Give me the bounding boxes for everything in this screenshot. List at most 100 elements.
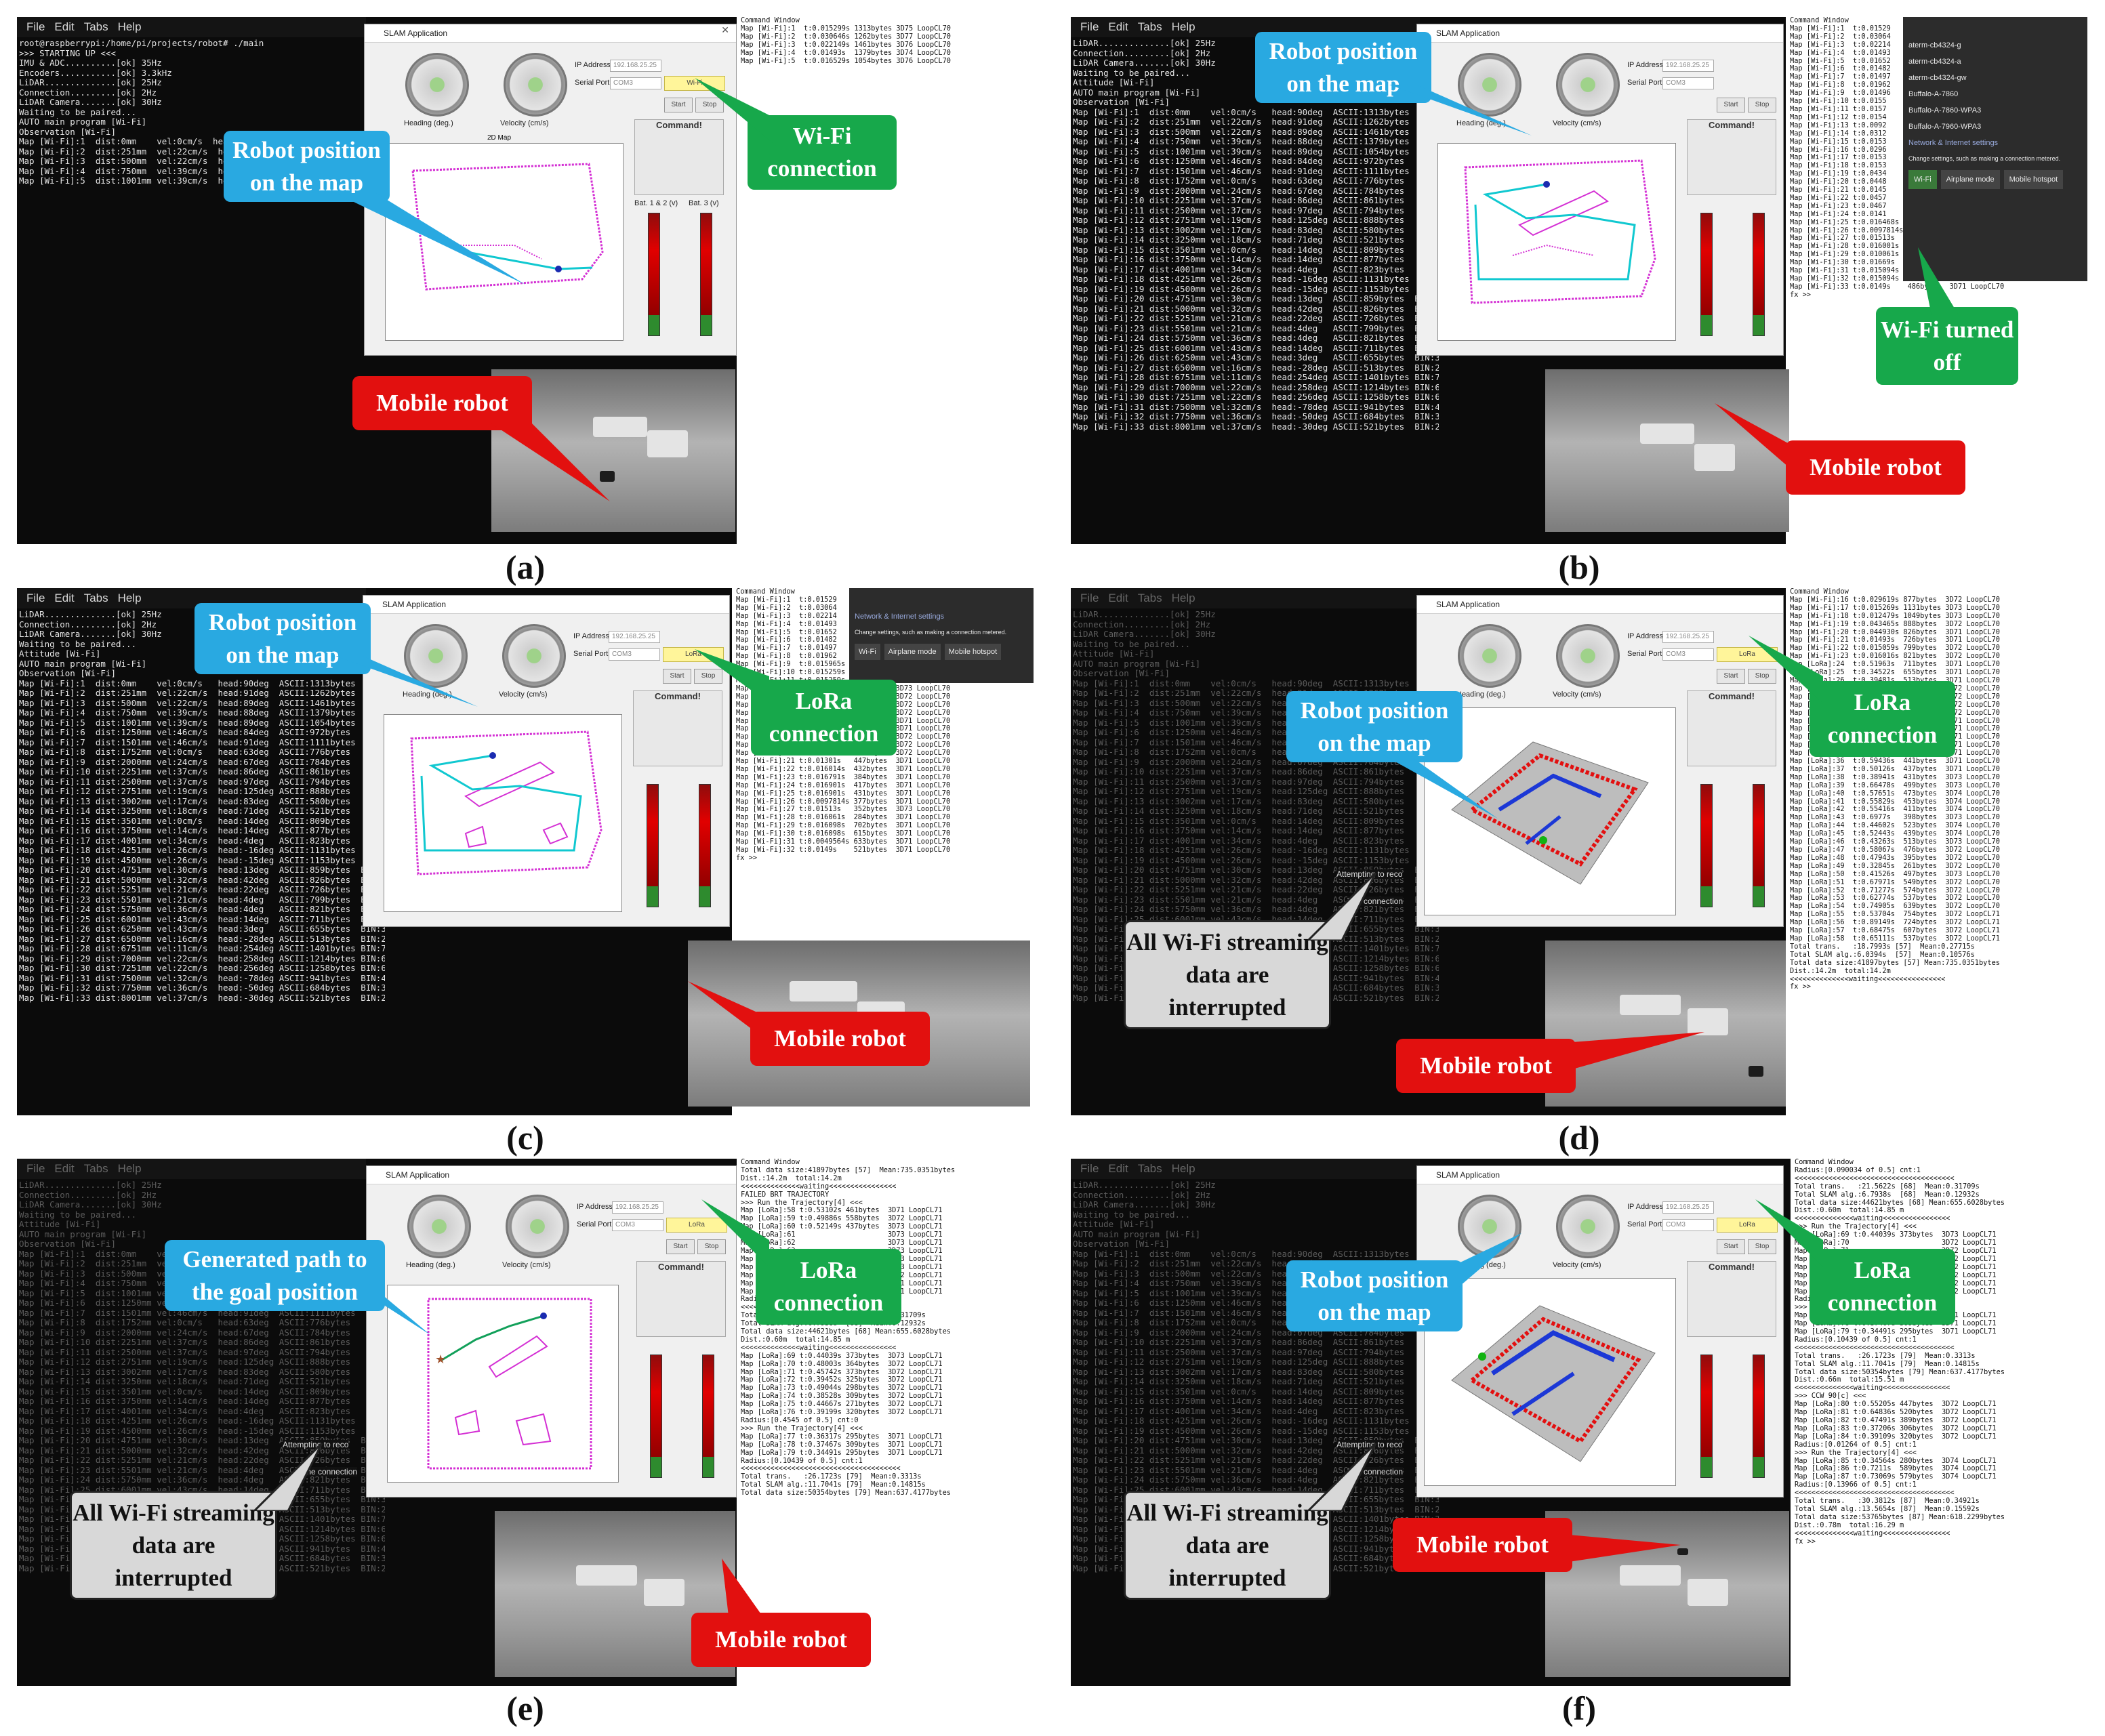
heading-label: Heading (deg.) (406, 1261, 455, 1269)
reconnect-message: Attempting to reco (1336, 869, 1403, 879)
ip-field[interactable]: 192.168.25.25 (612, 1201, 663, 1214)
network-item[interactable]: aterm-cb4324-gw (1908, 74, 1967, 82)
callout-robot-position: Robot position on the map (224, 131, 390, 202)
wifi-toggle[interactable]: Wi-Fi (1908, 170, 1937, 189)
menu-help[interactable]: Help (117, 592, 142, 604)
ip-field[interactable]: 192.168.25.25 (1662, 1201, 1714, 1214)
menu-help[interactable]: Help (1171, 1162, 1195, 1175)
menu-edit[interactable]: Edit (1108, 1162, 1128, 1175)
lora-button[interactable]: LoRa (1717, 647, 1778, 662)
serial-label: Serial Port (1627, 1220, 1662, 1228)
menu-file[interactable]: File (26, 592, 45, 604)
menu-edit[interactable]: Edit (1108, 20, 1128, 33)
menu-edit[interactable]: Edit (1108, 592, 1128, 604)
start-button[interactable]: Start (666, 1239, 695, 1254)
reconnect-message: Attempting to reco (283, 1440, 349, 1449)
velocity-dial (504, 53, 567, 117)
robot-marker (1677, 1548, 1688, 1555)
network-toggles: Wi-Fi Airplane mode Mobile hotspot (1903, 166, 2087, 193)
slam-title: SLAM Application (367, 1166, 736, 1184)
mobile-hotspot-toggle[interactable]: Mobile hotspot (2003, 170, 2064, 189)
stop-button[interactable]: Stop (1748, 669, 1776, 684)
serial-field[interactable]: COM3 (1662, 648, 1714, 661)
menu-tabs[interactable]: Tabs (83, 20, 108, 33)
stop-button[interactable]: Stop (697, 1239, 726, 1254)
network-item[interactable]: aterm-cb4324-g (1908, 41, 1961, 49)
callout-mobile-robot: Mobile robot (1786, 440, 1965, 495)
ip-field[interactable]: 192.168.25.25 (610, 60, 661, 72)
menu-file[interactable]: File (1080, 1162, 1099, 1175)
battery-right-gauge (702, 1355, 714, 1478)
menu-help[interactable]: Help (1171, 592, 1195, 604)
stop-button[interactable]: Stop (695, 98, 724, 112)
battery-left-gauge (1700, 213, 1713, 336)
lora-button[interactable]: LoRa (666, 1218, 727, 1233)
start-button[interactable]: Start (1717, 669, 1745, 684)
network-item[interactable]: Buffalo-A-7860 (1908, 90, 1959, 98)
menu-help[interactable]: Help (117, 1162, 142, 1175)
stop-button[interactable]: Stop (1748, 1239, 1776, 1254)
network-settings-title[interactable]: Network & Internet settings (855, 613, 945, 621)
ip-label: IP Address (577, 1203, 613, 1211)
callout-pointer (701, 1199, 769, 1267)
mobile-hotspot-toggle[interactable]: Mobile hotspot (944, 644, 1002, 660)
command-label: Command! (656, 120, 702, 130)
command-box: Command! (633, 690, 722, 766)
callout-robot-position: Robot position on the map (1286, 1260, 1463, 1331)
start-button[interactable]: Start (1717, 1239, 1745, 1254)
serial-field[interactable]: COM3 (612, 1219, 663, 1231)
start-button[interactable]: Start (664, 98, 693, 112)
menu-tabs[interactable]: Tabs (83, 1162, 108, 1175)
robot-camera-view (688, 941, 1030, 1107)
network-item[interactable]: Buffalo-A-7960-WPA3 (1908, 123, 1982, 131)
start-button[interactable]: Start (663, 669, 691, 684)
callout-pointer (1306, 1443, 1377, 1511)
close-icon[interactable]: ✕ (721, 24, 729, 35)
lora-button[interactable]: LoRa (1717, 1218, 1778, 1233)
serial-label: Serial Port (573, 650, 609, 658)
battery-fill (1701, 315, 1712, 335)
network-settings-title[interactable]: Network & Internet settings (1908, 139, 1999, 147)
menu-file[interactable]: File (26, 20, 45, 33)
serial-field[interactable]: COM3 (610, 77, 661, 89)
ip-field[interactable]: 192.168.25.25 (1662, 60, 1714, 72)
caption-c: (c) (506, 1119, 544, 1157)
serial-field[interactable]: COM3 (1662, 77, 1714, 89)
menu-help[interactable]: Help (1171, 20, 1195, 33)
start-button[interactable]: Start (1717, 98, 1745, 112)
slam-title: SLAM Application (1417, 24, 1783, 43)
ip-label: IP Address (1627, 61, 1663, 69)
menu-edit[interactable]: Edit (54, 1162, 75, 1175)
network-item[interactable]: aterm-cb4324-a (1908, 58, 1961, 66)
battery-fill (649, 315, 659, 335)
callout-robot-position: Robot position on the map (195, 603, 371, 674)
wifi-toggle[interactable]: Wi-Fi (855, 644, 880, 660)
network-item[interactable]: Buffalo-A-7860-WPA3 (1908, 106, 1982, 115)
ip-field[interactable]: 192.168.25.25 (609, 631, 660, 643)
caption-e: (e) (506, 1689, 544, 1727)
slam-window: SLAM Application ✕ Heading (deg.) Veloci… (364, 24, 737, 356)
airplane-toggle[interactable]: Airplane mode (1940, 170, 2000, 189)
caption-f: (f) (1562, 1689, 1596, 1727)
menu-tabs[interactable]: Tabs (1137, 20, 1162, 33)
menu-tabs[interactable]: Tabs (83, 592, 108, 604)
airplane-toggle[interactable]: Airplane mode (884, 644, 941, 660)
menu-tabs[interactable]: Tabs (1137, 592, 1162, 604)
command-window: Command Window Map [Wi-Fi]:16 t:0.029619… (1786, 588, 2087, 1115)
slam-window: SLAM Application Heading (deg.) Velocity… (1416, 24, 1784, 356)
stop-button[interactable]: Stop (694, 669, 722, 684)
serial-field[interactable]: COM3 (1662, 1219, 1714, 1231)
menu-file[interactable]: File (1080, 592, 1099, 604)
stop-button[interactable]: Stop (1748, 98, 1776, 112)
serial-field[interactable]: COM3 (609, 648, 660, 661)
ip-field[interactable]: 192.168.25.25 (1662, 631, 1714, 643)
menu-tabs[interactable]: Tabs (1137, 1162, 1162, 1175)
menu-edit[interactable]: Edit (54, 592, 75, 604)
heading-dial (404, 624, 468, 688)
menu-help[interactable]: Help (117, 20, 142, 33)
menu-edit[interactable]: Edit (54, 20, 75, 33)
velocity-dial (1556, 53, 1620, 117)
menu-file[interactable]: File (26, 1162, 45, 1175)
menu-file[interactable]: File (1080, 20, 1099, 33)
